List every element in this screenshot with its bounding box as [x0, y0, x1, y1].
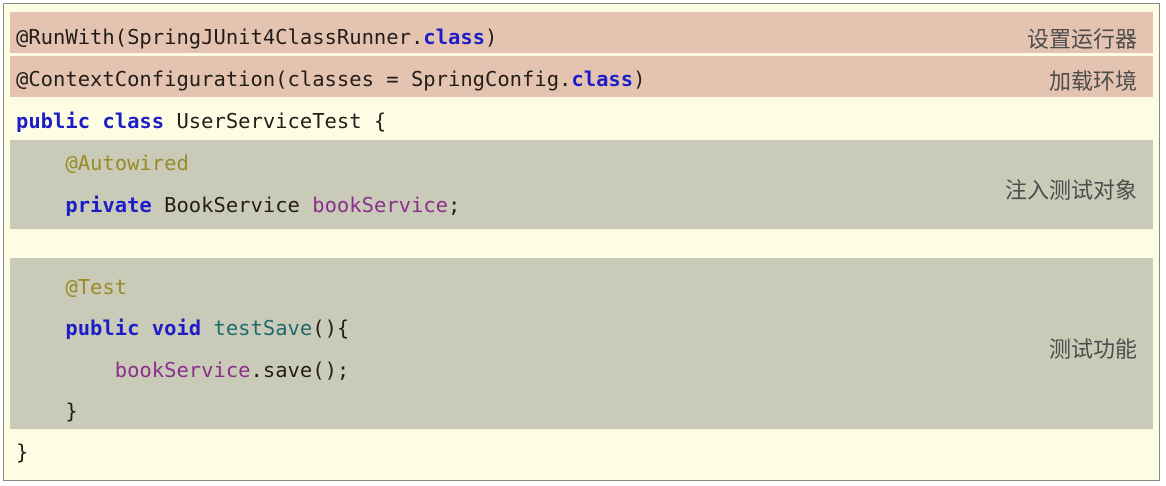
- code-line-class-declaration: public class UserServiceTest {: [16, 109, 386, 133]
- token-field-keyword: private: [65, 193, 152, 217]
- token-context-suffix: ): [633, 67, 646, 91]
- token-field-name: bookService: [312, 193, 448, 217]
- code-line-runwith: @RunWith(SpringJUnit4ClassRunner.class): [16, 25, 497, 49]
- token-method-keyword: public void: [65, 316, 202, 340]
- annotation-label-test: 测试功能: [1048, 338, 1137, 363]
- annotation-label-contextconfiguration: 加载环境: [1048, 70, 1137, 95]
- highlight-band-runwith: [10, 12, 1153, 53]
- token-test-annotation: @Test: [16, 275, 128, 299]
- token-field-indent: [16, 193, 65, 217]
- annotation-label-autowired: 注入测试对象: [1004, 179, 1137, 204]
- token-runwith-suffix: ): [485, 25, 498, 49]
- token-method-suffix: (){: [312, 316, 350, 340]
- highlight-band-test: [10, 258, 1153, 429]
- token-call-rest: .save();: [250, 358, 350, 382]
- token-field-semicolon: ;: [448, 193, 461, 217]
- code-panel: @RunWith(SpringJUnit4ClassRunner.class) …: [3, 3, 1160, 481]
- token-field-type: BookService: [151, 193, 313, 217]
- token-runwith-prefix: @RunWith(SpringJUnit4ClassRunner.: [16, 25, 424, 49]
- token-autowired-annotation: @Autowired: [16, 151, 189, 175]
- token-method-name: testSave: [213, 316, 313, 340]
- token-call-object: bookService: [114, 358, 251, 382]
- annotation-label-runwith: 设置运行器: [1026, 28, 1137, 53]
- code-line-test-annotation: @Test: [16, 275, 127, 299]
- code-line-class-close-brace: }: [16, 440, 28, 464]
- token-method-close: }: [16, 399, 78, 423]
- token-method-indent: [16, 316, 65, 340]
- token-class-name: UserServiceTest {: [164, 109, 387, 133]
- highlight-band-autowired: [10, 140, 1153, 229]
- token-runwith-keyword: class: [423, 25, 486, 49]
- token-class-close: }: [16, 440, 29, 464]
- code-line-contextconfiguration: @ContextConfiguration(classes = SpringCo…: [16, 67, 645, 91]
- token-context-prefix: @ContextConfiguration(classes = SpringCo…: [16, 67, 572, 91]
- highlight-band-contextconfiguration: [10, 56, 1153, 97]
- token-context-keyword: class: [571, 67, 634, 91]
- code-line-method-close-brace: }: [16, 399, 78, 423]
- code-line-method-declaration: public void testSave(){: [16, 316, 349, 340]
- token-class-keyword: public class: [16, 109, 165, 133]
- code-line-method-call: bookService.save();: [16, 358, 350, 382]
- code-line-field-declaration: private BookService bookService;: [16, 193, 460, 217]
- token-call-indent: [16, 358, 115, 382]
- token-method-space: [201, 316, 213, 340]
- code-line-autowired: @Autowired: [16, 151, 189, 175]
